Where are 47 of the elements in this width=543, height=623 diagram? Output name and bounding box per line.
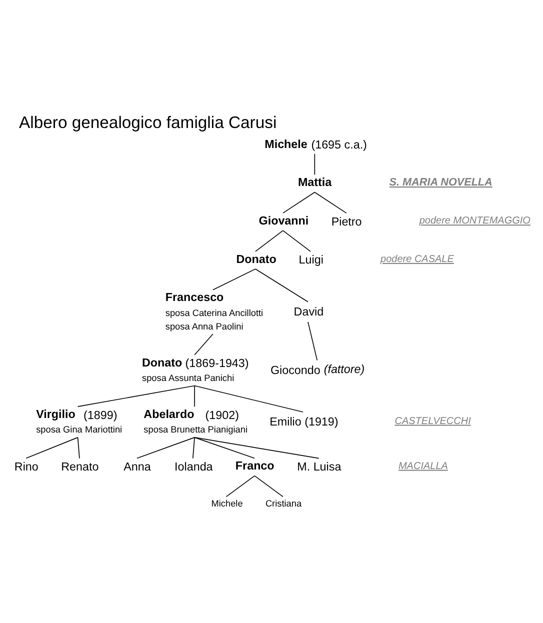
label: S. MARIA NOVELLA — [389, 176, 492, 188]
connector — [136, 437, 195, 459]
connector — [226, 475, 256, 498]
label: podere MONTEMAGGIO — [419, 216, 530, 227]
node-text: Cristiana — [265, 498, 302, 508]
connector — [194, 437, 320, 459]
label: CASTELVECCHI — [394, 416, 471, 427]
connector — [255, 230, 284, 252]
label: podere CASALE — [380, 254, 454, 265]
connector — [314, 192, 347, 214]
connector — [77, 385, 195, 407]
connector — [194, 385, 195, 407]
connector — [77, 437, 80, 459]
node-text: Michele (1695 c.a.) — [264, 138, 367, 152]
connector — [308, 322, 318, 361]
node-text: Renato — [61, 460, 99, 474]
connector — [254, 475, 284, 498]
node-text: Emilio (1919) — [270, 416, 338, 429]
node-text: Michele — [211, 498, 243, 508]
node-text: Anna — [124, 460, 151, 474]
node-text: Rino — [14, 460, 38, 474]
node-text: Giovanni — [258, 214, 309, 228]
node-text: David — [294, 305, 324, 318]
node-text: Virgilio (1899) sposa Gina Mariottini — [36, 408, 122, 435]
node-text: Luigi — [298, 254, 324, 267]
node-text: Franco — [235, 460, 274, 473]
connector — [282, 230, 311, 252]
node-text: Francesco sposa Caterina Ancillotti sposa Anna Paolini — [165, 291, 264, 332]
node-text: Donato — [236, 252, 276, 266]
connector — [282, 192, 316, 214]
connector — [212, 268, 256, 290]
node-text: Abelardo (1902) sposa Brunetta Pianigiani — [144, 408, 248, 435]
node-text: M. Luisa — [297, 460, 342, 474]
node-text: Pietro — [331, 215, 362, 228]
node-text: Donato (1869-1943) sposa Assunta Panichi — [142, 356, 249, 383]
connector — [194, 385, 304, 412]
label: MACIALLA — [398, 460, 448, 472]
connector — [194, 437, 256, 459]
connector — [192, 437, 195, 459]
node-text: Giocondo (fattore) — [270, 362, 365, 377]
connector — [255, 268, 308, 302]
connector — [194, 334, 214, 356]
node-text: Iolanda — [174, 460, 213, 474]
connector — [314, 153, 316, 176]
diagram-title: Albero genealogico famiglia Carusi — [19, 113, 277, 132]
connector — [26, 437, 78, 459]
node-text: Mattia — [298, 176, 332, 190]
